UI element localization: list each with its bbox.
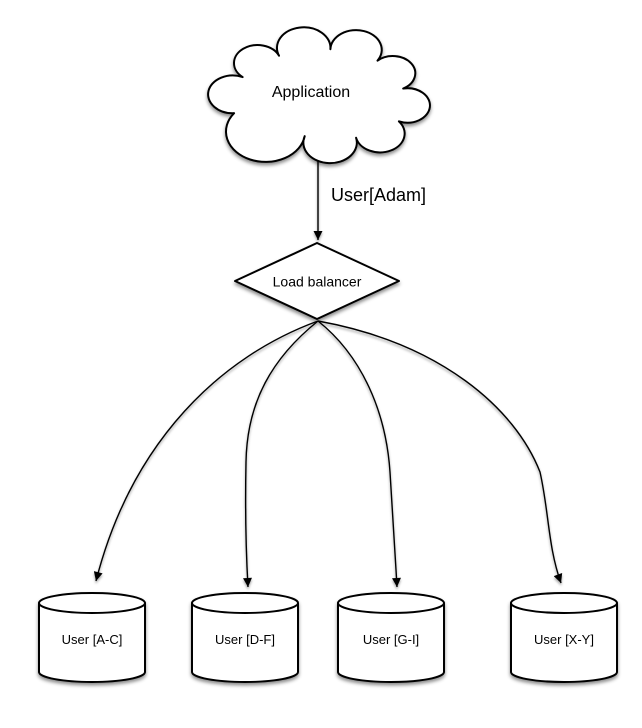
application-label: Application — [271, 84, 351, 102]
edge-loadbalancer-to-db-ac — [93, 320, 319, 582]
db-ac-label: User [A-C] — [61, 631, 123, 647]
cylinder-top — [337, 592, 445, 614]
db-cylinder-gi — [337, 592, 445, 683]
load-balancer-diamond-shape — [234, 242, 400, 320]
db-xy-label: User [X-Y] — [534, 631, 594, 647]
user-adam-edge-label: User[Adam] — [331, 185, 427, 206]
db-df-label: User [D-F] — [215, 631, 275, 647]
load-balancer-label: Load balancer — [272, 273, 362, 290]
db-gi-label: User [G-I] — [362, 631, 420, 647]
cylinder-body — [38, 603, 146, 683]
cylinder-top — [510, 592, 618, 614]
db-cylinder-xy — [510, 592, 618, 683]
cylinder-body — [510, 603, 618, 683]
cylinder-top — [38, 592, 146, 614]
db-cylinder-df — [191, 592, 299, 683]
cylinder-body — [191, 603, 299, 683]
application-cloud-shape — [208, 27, 430, 163]
edge-loadbalancer-to-db-xy — [317, 320, 563, 584]
edge-loadbalancer-to-db-gi — [317, 320, 401, 588]
cylinder-body — [337, 603, 445, 683]
cylinder-top — [191, 592, 299, 614]
db-cylinder-ac — [38, 592, 146, 683]
edge-loadbalancer-to-db-df — [242, 320, 319, 588]
